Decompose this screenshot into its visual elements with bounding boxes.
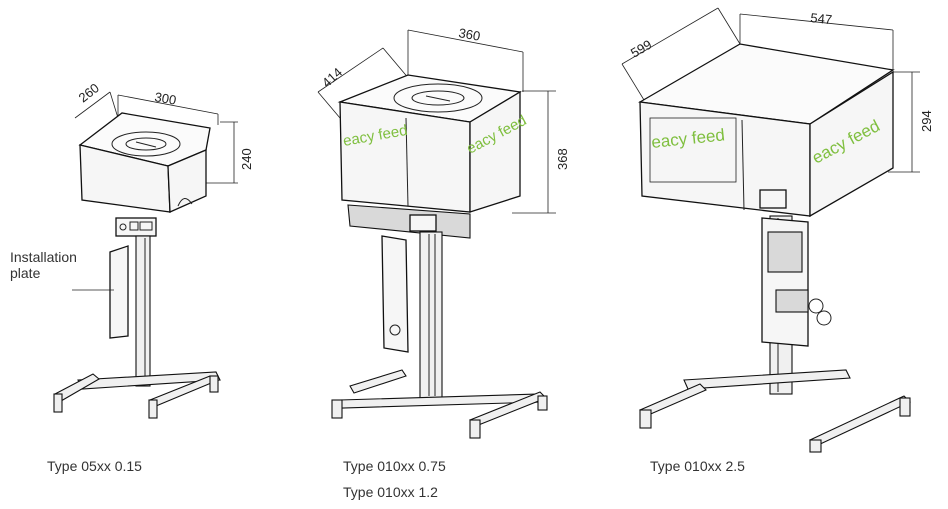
installation-plate-label: Installation plate bbox=[10, 249, 77, 281]
installation-label-line-2: plate bbox=[10, 265, 41, 281]
unit-2-depth-dim: 414 bbox=[319, 65, 345, 91]
unit-3-depth-dim: 599 bbox=[628, 37, 654, 61]
unit-1-height-dim: 240 bbox=[239, 148, 254, 170]
unit-2-drawing: 414 360 368 eacy feed eacy feed bbox=[317, 25, 570, 439]
unit-1-drawing: 260 300 240 bbox=[53, 80, 254, 419]
unit-2-caption-1: Type 010xx 0.75 bbox=[343, 458, 446, 474]
unit-1-depth-dim: 260 bbox=[76, 80, 102, 105]
unit-2-caption-2: Type 010xx 1.2 bbox=[343, 484, 438, 500]
unit-1-caption: Type 05xx 0.15 bbox=[47, 458, 142, 474]
unit-3-drawing: 599 547 294 eacy feed eacy feed bbox=[621, 7, 934, 453]
unit-3-height-dim: 294 bbox=[919, 110, 934, 132]
installation-label-line-1: Installation bbox=[10, 249, 77, 265]
unit-2-width-dim: 360 bbox=[457, 25, 481, 44]
unit-3-width-dim: 547 bbox=[810, 10, 833, 27]
unit-1-width-dim: 300 bbox=[153, 89, 177, 108]
unit-3-caption: Type 010xx 2.5 bbox=[650, 458, 745, 474]
unit-2-height-dim: 368 bbox=[555, 148, 570, 170]
